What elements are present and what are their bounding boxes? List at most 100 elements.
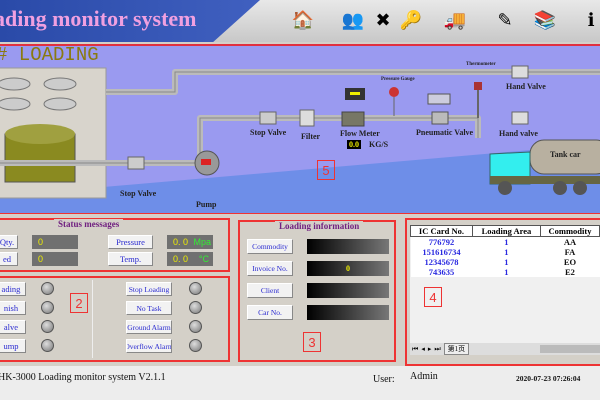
column-header[interactable]: Commodity: [539, 225, 600, 237]
signal-button[interactable]: nish: [0, 301, 26, 315]
label-pneumatic-valve: Pneumatic Valve: [416, 128, 474, 137]
alarm-button[interactable]: Ground Alarm: [126, 320, 172, 334]
keys-icon[interactable]: 🔑: [399, 9, 423, 31]
column-header[interactable]: IC Card No.: [410, 225, 473, 237]
signal-button[interactable]: ump: [0, 339, 26, 353]
annotation-marker: 5: [317, 160, 335, 180]
indicator-light: [41, 301, 54, 314]
indicator-light: [41, 339, 54, 352]
books-icon[interactable]: 📚: [533, 9, 557, 31]
indicator-light: [189, 301, 202, 314]
next-page-icon[interactable]: ▸: [427, 345, 432, 353]
annotation-marker: 2: [70, 293, 88, 313]
user-label: User:: [373, 374, 395, 385]
home-icon[interactable]: 🏠: [291, 9, 315, 31]
table-cell: 1: [504, 237, 509, 247]
annotation-marker: 4: [424, 287, 442, 307]
datetime: 2020-07-23 07:26:04: [516, 374, 581, 383]
pneumatic-valve-icon: [427, 93, 451, 105]
field-label-button[interactable]: Commodity: [247, 239, 293, 254]
field-value: 0: [307, 261, 389, 276]
table-cell: 776792: [428, 237, 455, 247]
table-cell: 743635: [428, 267, 455, 277]
signal-button[interactable]: alve: [0, 320, 26, 334]
indicator-light: [41, 282, 54, 295]
indicator-light: [189, 282, 202, 295]
last-page-icon[interactable]: ⏭: [434, 344, 441, 353]
info-icon[interactable]: ℹ: [587, 9, 595, 31]
qty-button[interactable]: Qty.: [0, 235, 18, 249]
flow-unit: KG/S: [369, 140, 389, 149]
pressure-unit: Mpa: [193, 237, 211, 247]
app-version: HK-3000 Loading monitor system V2.1.1: [0, 372, 166, 383]
divider: [92, 280, 93, 358]
header-toolbar: ading monitor system 🏠 👥 ✖ 🔑 🚚 ✎ 📚 ℹ: [0, 0, 600, 42]
thermometer-icon: [474, 82, 482, 90]
temp-button[interactable]: Temp.: [108, 252, 153, 266]
label-flow-meter: Flow Meter: [340, 129, 380, 138]
pressure-button[interactable]: Pressure: [108, 235, 153, 249]
users-icon[interactable]: 👥: [341, 9, 365, 31]
field-label-button[interactable]: Car No.: [247, 305, 293, 320]
sheet-tab[interactable]: 第1页: [443, 343, 470, 355]
prev-page-icon[interactable]: ◂: [421, 345, 425, 353]
divider: [0, 44, 600, 46]
field-label-button[interactable]: Client: [247, 283, 293, 298]
panel-title: Status messages: [54, 219, 124, 229]
status-bar: HK-3000 Loading monitor system V2.1.1 Us…: [0, 366, 600, 400]
title-banner: [0, 0, 260, 42]
truck-icon[interactable]: 🚚: [443, 9, 467, 31]
app-title: ading monitor system: [0, 6, 197, 31]
divider: [0, 213, 600, 214]
label-hand-valve: Hand Valve: [506, 82, 546, 91]
table-cell: 1: [504, 247, 509, 257]
horizontal-scrollbar[interactable]: [540, 345, 600, 353]
field-value: [307, 239, 389, 254]
sheet-navigation: ⏮◂▸⏭ 第1页: [410, 343, 600, 355]
indicator-light: [41, 320, 54, 333]
label-stop-valve: Stop Valve: [250, 128, 287, 137]
alarm-button[interactable]: Overflow Alarm: [126, 339, 172, 353]
status-button[interactable]: ed: [0, 252, 18, 266]
table-cell: 12345678: [424, 257, 459, 267]
process-graphics: [0, 65, 600, 214]
stop-valve-icon: [259, 111, 277, 125]
first-page-icon[interactable]: ⏮: [412, 344, 419, 353]
panel-title: Loading information: [275, 221, 364, 231]
flow-value: 0.0: [347, 140, 361, 149]
process-diagram: # LOADING Stop Valve Pump Stop Valve Fil…: [0, 46, 600, 214]
temp-value: 0. 0°C: [167, 252, 213, 266]
signals-panel: [0, 276, 230, 362]
alarm-button[interactable]: Stop Loading: [126, 282, 172, 296]
filter-icon: [299, 109, 315, 127]
ic-card-table-panel: [405, 218, 600, 366]
label-hand-valve: Hand valve: [499, 129, 538, 138]
indicator-light: [189, 339, 202, 352]
table-cell: 1: [504, 267, 509, 277]
status-value: 0: [32, 252, 78, 266]
hand-valve-icon: [511, 111, 529, 125]
alarm-button[interactable]: No Task: [126, 301, 172, 315]
user-name: Admin: [410, 371, 438, 382]
field-value: [307, 305, 389, 320]
label-filter: Filter: [301, 132, 321, 141]
table-cell: 151616734: [422, 247, 461, 257]
label-thermometer: Thermometer: [466, 62, 496, 67]
field-label-button[interactable]: Invoice No.: [247, 261, 293, 276]
temp-unit: °C: [198, 254, 209, 264]
table-cell: 1: [504, 257, 509, 267]
column-header[interactable]: Loading Area: [471, 225, 541, 237]
signal-button[interactable]: ading: [0, 282, 26, 296]
edit-icon[interactable]: ✎: [497, 9, 513, 31]
stop-valve-icon: [127, 156, 145, 170]
close-icon[interactable]: ✖: [375, 9, 391, 31]
section-title: # LOADING: [0, 46, 99, 66]
label-pressure-gauge: Pressure Gauge: [381, 77, 415, 82]
